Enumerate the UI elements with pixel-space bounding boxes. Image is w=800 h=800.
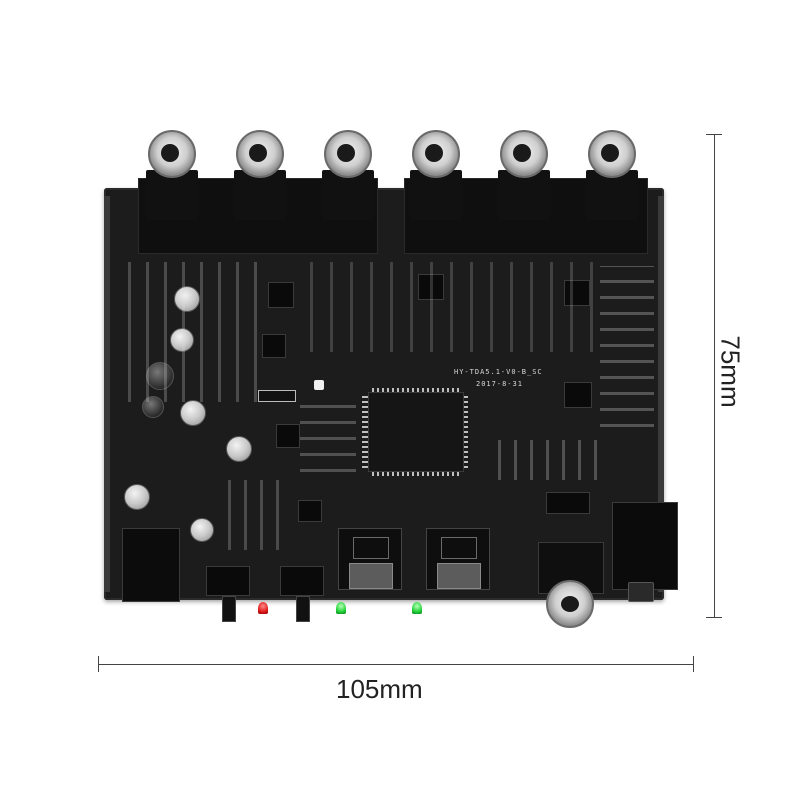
green-led-2 [412, 602, 422, 614]
opamp-chip-3 [564, 280, 590, 306]
smd-components-bottom-left [220, 480, 290, 550]
width-dimension-line [98, 664, 694, 665]
small-chip [298, 500, 322, 522]
opamp-chip-1 [268, 282, 294, 308]
dsp-chip [368, 392, 464, 472]
optical-port-2 [437, 563, 481, 589]
capacitor [124, 484, 150, 510]
width-dimension-label: 105mm [336, 674, 423, 704]
board-model-label: HY-TDA5.1-V0-B_SC [454, 368, 543, 376]
height-dimension-tick-top [706, 134, 722, 135]
dsp-chip-pins-top [372, 388, 460, 394]
opamp-chip-4 [262, 334, 286, 358]
board-date-label: 2017-8-31 [476, 380, 523, 388]
dsp-chip-pins-left [362, 396, 368, 468]
push-switch-2 [280, 566, 324, 596]
opamp-chip-5 [564, 382, 592, 408]
rca-jack-hole [249, 144, 267, 162]
rca-jack-2 [234, 130, 286, 220]
rca-jack-body [322, 170, 374, 220]
right-edge-strip [658, 196, 664, 592]
capacitor [226, 436, 252, 462]
smd-components-mid-right [490, 440, 610, 480]
optical-port-1 [349, 563, 393, 589]
capacitor [142, 396, 164, 418]
rca-jack-1 [146, 130, 198, 220]
smd-components-left [120, 262, 260, 402]
audio-jack-hole [628, 582, 654, 602]
optical-input-1 [338, 528, 402, 590]
coax-rca-hole [561, 596, 579, 612]
capacitor [170, 328, 194, 352]
height-dimension-tick-bottom [706, 617, 722, 618]
width-dimension-tick-left [98, 656, 99, 672]
push-switch-2-knob [296, 596, 310, 622]
rca-jack-body [146, 170, 198, 220]
opamp-chip-2 [418, 274, 444, 300]
capacitor [146, 362, 174, 390]
height-dimension-line [714, 134, 715, 618]
height-dimension-label: 75mm [715, 335, 746, 408]
rca-jack-5 [498, 130, 550, 220]
rca-jack-hole [601, 144, 619, 162]
optical-shutter-2 [441, 537, 477, 559]
audio-jack [612, 502, 678, 590]
rca-jack-body [498, 170, 550, 220]
dsp-chip-pins-bottom [372, 470, 460, 476]
opamp-chip-6 [546, 492, 590, 514]
rca-jack-hole [513, 144, 531, 162]
green-led-1 [336, 602, 346, 614]
rca-jack-hole [161, 144, 179, 162]
capacitor [180, 400, 206, 426]
rca-jack-body [586, 170, 638, 220]
smd-components-top [300, 262, 600, 352]
rca-jack-body [410, 170, 462, 220]
rca-jack-body [234, 170, 286, 220]
rca-jack-3 [322, 130, 374, 220]
power-jack [122, 528, 180, 602]
pin-header [258, 390, 296, 402]
smd-components-right [600, 266, 654, 436]
push-switch-1 [206, 566, 250, 596]
width-dimension-tick-right [693, 656, 694, 672]
regulator-chip [276, 424, 300, 448]
push-switch-1-knob [222, 596, 236, 622]
optical-input-2 [426, 528, 490, 590]
capacitor [174, 286, 200, 312]
left-edge-strip [104, 196, 110, 592]
red-led [258, 602, 268, 614]
rca-jack-6 [586, 130, 638, 220]
rca-jack-hole [337, 144, 355, 162]
dsp-chip-pins-right [462, 396, 468, 468]
capacitor [190, 518, 214, 542]
optical-shutter-1 [353, 537, 389, 559]
small-white-component [314, 380, 324, 390]
rca-jack-4 [410, 130, 462, 220]
smd-components-mid-left [300, 400, 356, 480]
rca-jack-hole [425, 144, 443, 162]
